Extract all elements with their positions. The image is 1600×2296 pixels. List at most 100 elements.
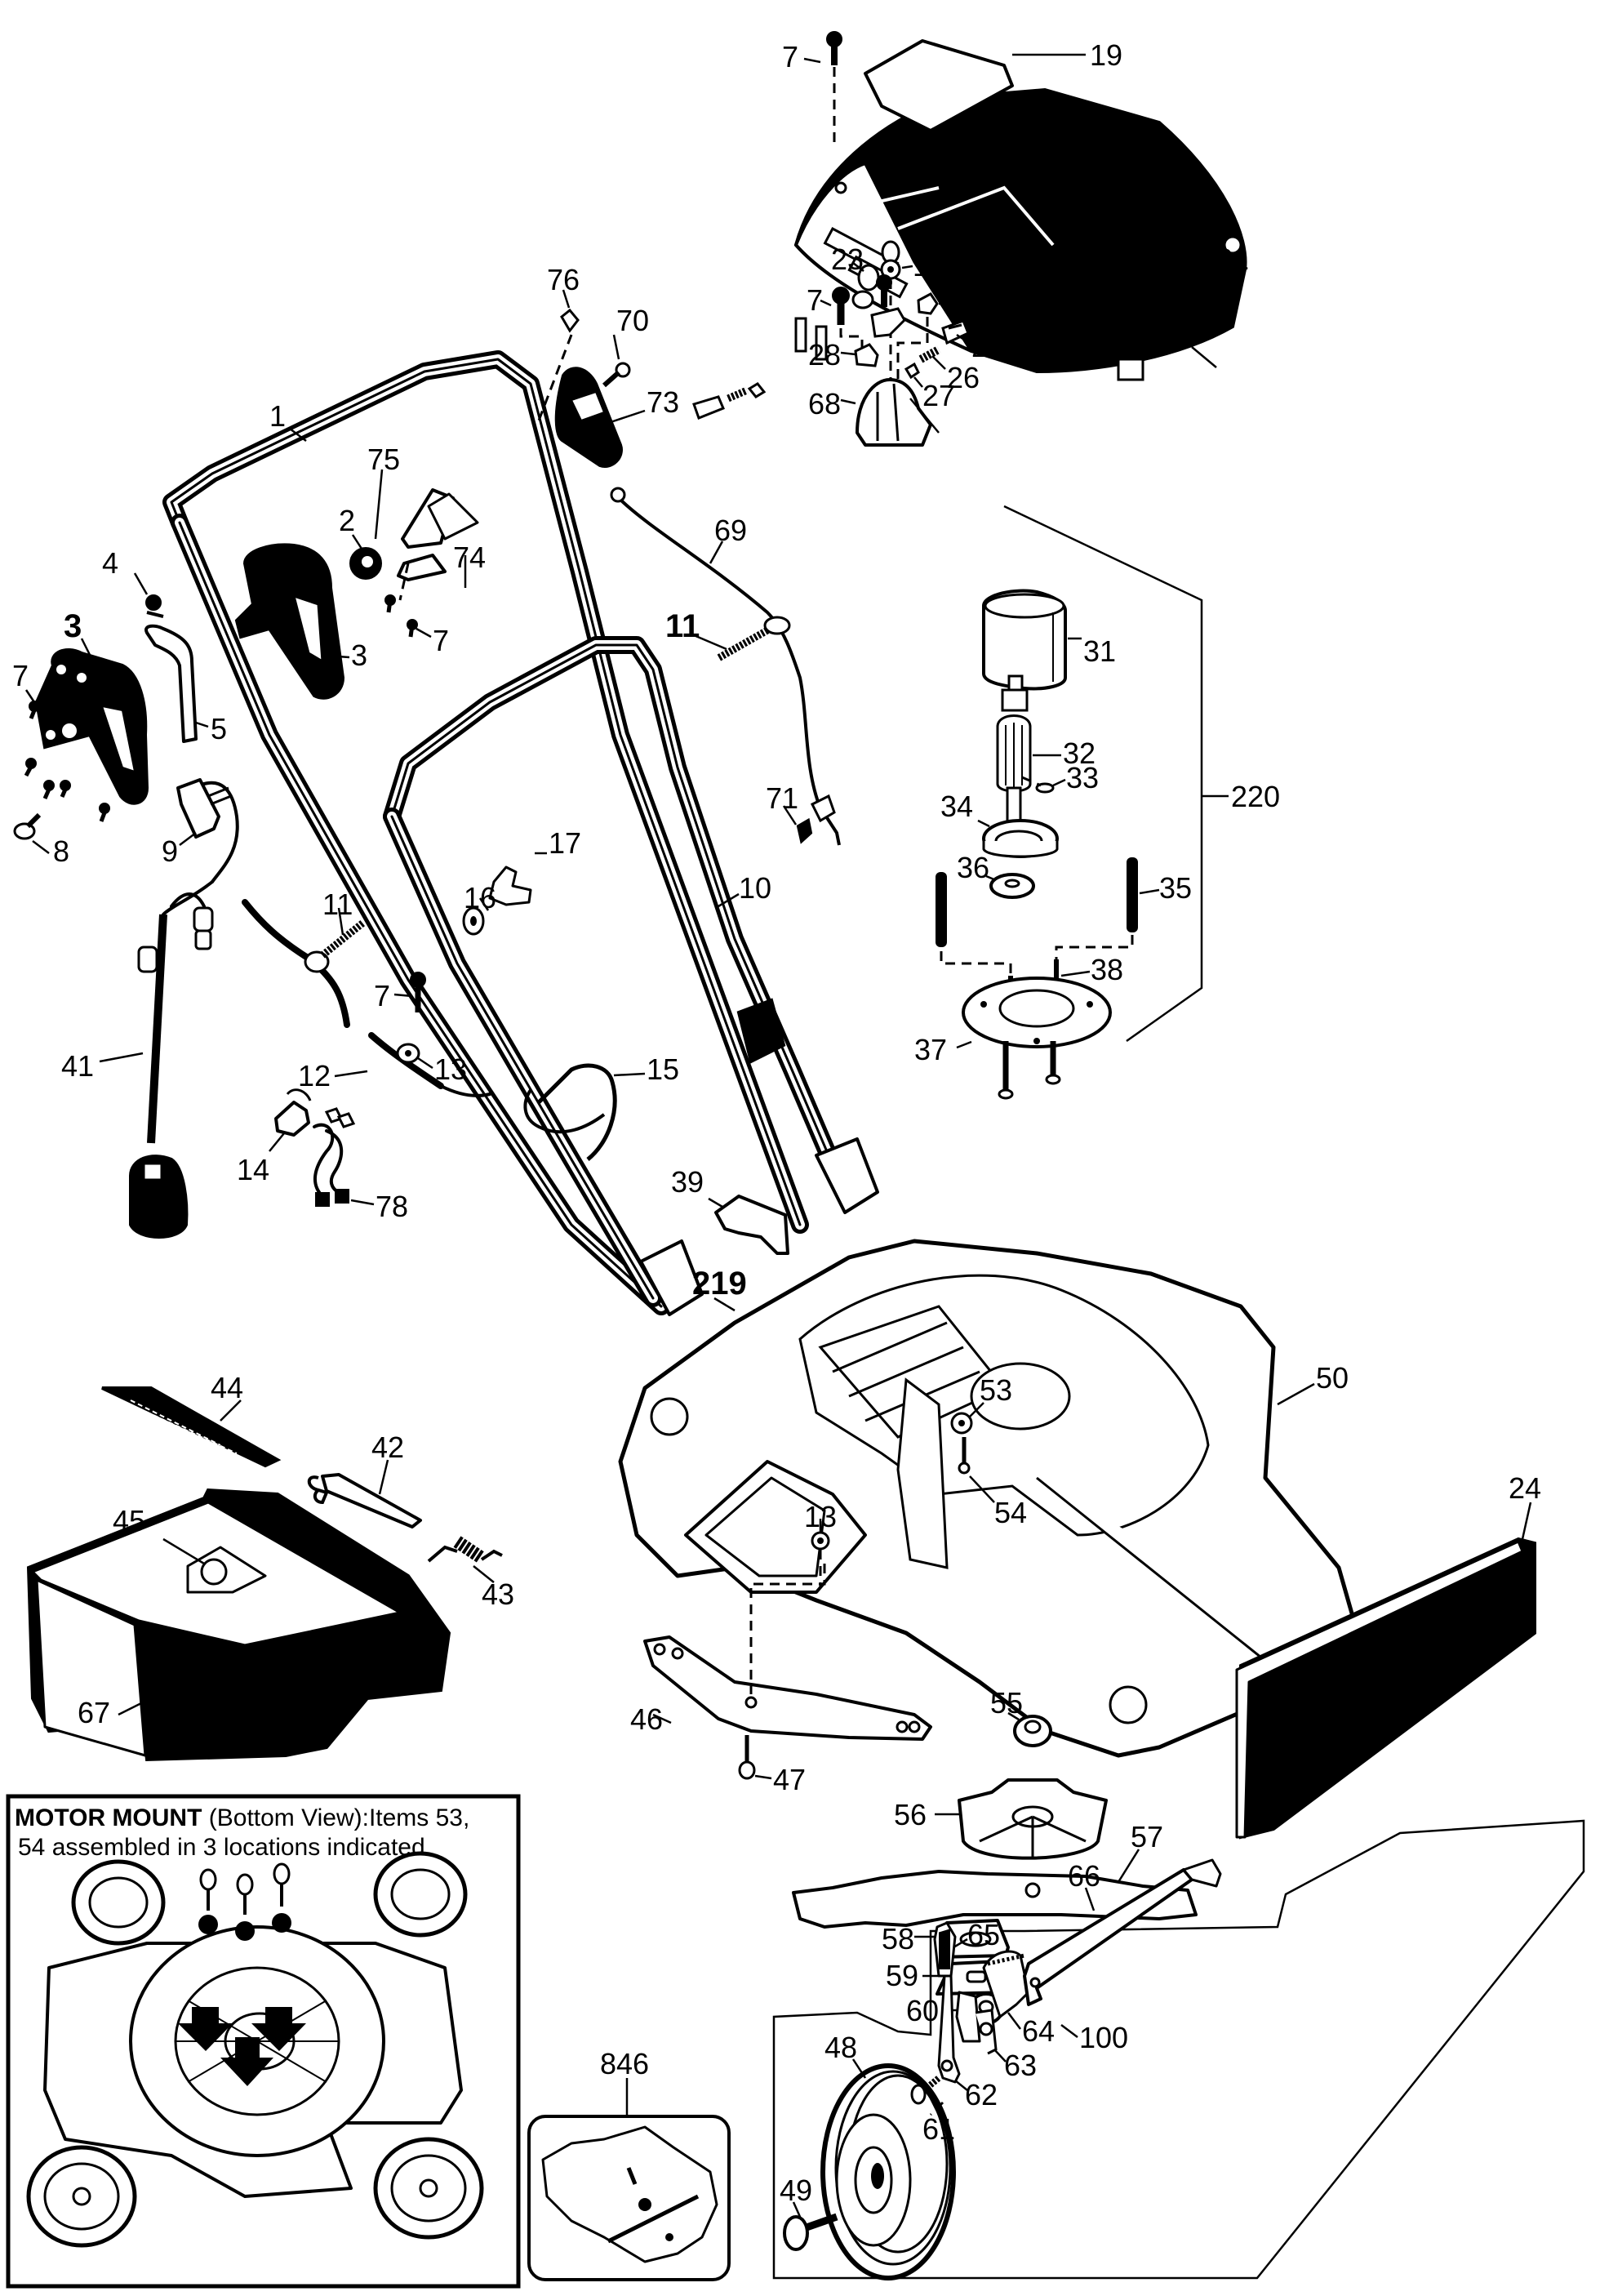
part-brush-loose [692,382,767,420]
callout-3: 3 [64,608,82,644]
leader-23 [852,262,864,272]
part-27-clip [904,362,920,380]
part-11-strain-relief-left [304,919,366,973]
part-70-screw [602,362,631,388]
callout-7: 7 [782,40,798,73]
part-43-spring [427,1536,503,1564]
part-33-key [1035,782,1055,794]
part-46-axle-bracket [643,1635,932,1741]
part-58-adaptor [937,1919,1010,1959]
inset-arrow-left [178,2007,233,2051]
leader-62 [954,2080,968,2091]
leader-57 [1117,1849,1140,1883]
part-16-washer [462,906,485,936]
callout-42: 42 [371,1431,404,1464]
callout-9: 9 [162,834,178,868]
leader-48 [851,2058,867,2079]
callout-62: 62 [965,2078,998,2111]
callout-71: 71 [766,781,798,815]
callout-53: 53 [980,1373,1012,1407]
leader-7-top [803,57,821,64]
leader-37 [956,1040,972,1049]
part-65-lever-handle [933,1921,961,2084]
callout-7: 7 [433,624,449,657]
callout-73: 73 [647,385,679,419]
dash-46 [749,1564,826,1694]
callout-58: 58 [882,1922,914,1956]
leader-46 [652,1713,672,1724]
callout-75: 75 [367,443,400,476]
callout-27: 27 [922,379,955,412]
leader-63 [993,2049,1007,2062]
callout-13: 13 [434,1052,467,1086]
part-13-washer-deck [811,1531,830,1551]
leader-68 [840,398,856,405]
callout-17: 17 [549,826,581,860]
part-7-screw-74 [384,594,418,638]
callout-220: 220 [1231,780,1280,813]
leader-5 [195,721,209,728]
part-63-pivot-plate [955,1991,998,2055]
part-21-motor-cover [793,87,1247,381]
part-22-clip [917,292,939,315]
part-61-bolt [910,2075,941,2105]
callout-2: 2 [339,504,355,537]
callout-64: 64 [1022,2014,1055,2048]
part-48-wheel [820,2063,956,2280]
callout-47: 47 [773,1763,806,1796]
part-19-cover-lid [864,39,1014,132]
leader-66 [1084,1887,1096,1911]
callout-25: 25 [971,330,1004,363]
callout-8: 8 [53,834,69,868]
leader-11-right [693,634,727,651]
part-49-bolt [783,2213,838,2251]
leader-26 [931,355,946,370]
callout-54: 54 [994,1496,1027,1529]
part-9-switch [176,778,239,883]
leader-12 [334,1070,368,1078]
part-73-switch-cover [554,367,623,468]
inset-title-rest: (Bottom View):Items 53, [202,1804,469,1831]
part-13-washer-top [880,240,901,280]
callout-4: 4 [102,546,118,580]
leader-38 [1060,970,1091,977]
part-50-deck [618,1239,1358,1758]
inset-arrow-right [251,2007,306,2051]
leader-7-motor-a [820,299,832,307]
callout-57: 57 [1131,1820,1163,1853]
part-34-bearing-housing [982,819,1059,858]
part-bracket-block [870,307,906,338]
inset-title-bold: MOTOR MOUNT [15,1804,202,1831]
callout-48: 48 [824,2031,857,2064]
part-44-vent-grille [101,1386,282,1468]
inset-motor-mount: MOTOR MOUNT (Bottom View):Items 53, 54 a… [6,1794,521,2289]
part-64-ratchet [982,1950,1030,2018]
leader-8 [32,840,50,854]
part-7-screw-wire [410,972,426,1012]
part-41-power-cord [129,880,214,1239]
part-7-screw-top [826,31,842,147]
leader-34 [977,819,990,828]
part-39-clip [714,1195,789,1255]
callout-16: 16 [464,881,496,914]
part-plug-connector [170,892,214,950]
callout-76: 76 [547,263,580,296]
leader-54 [969,1475,995,1503]
callout-19: 19 [1090,38,1122,72]
callout-41: 41 [61,1049,94,1083]
callout-23: 23 [831,243,864,276]
callout-10: 10 [739,871,771,905]
leader-14 [269,1132,285,1152]
callout-67: 67 [78,1696,110,1729]
callout-46: 46 [630,1702,663,1736]
callout-37: 37 [914,1033,947,1066]
part-4-nut [145,594,164,618]
leader-39 [708,1197,723,1208]
leader-61 [929,2098,940,2116]
callout-22: 22 [947,287,980,321]
part-24-rear-flap [1235,1537,1536,1840]
callout-60: 60 [906,1994,939,2027]
leader-13-top [901,265,913,269]
callout-70: 70 [616,304,649,337]
